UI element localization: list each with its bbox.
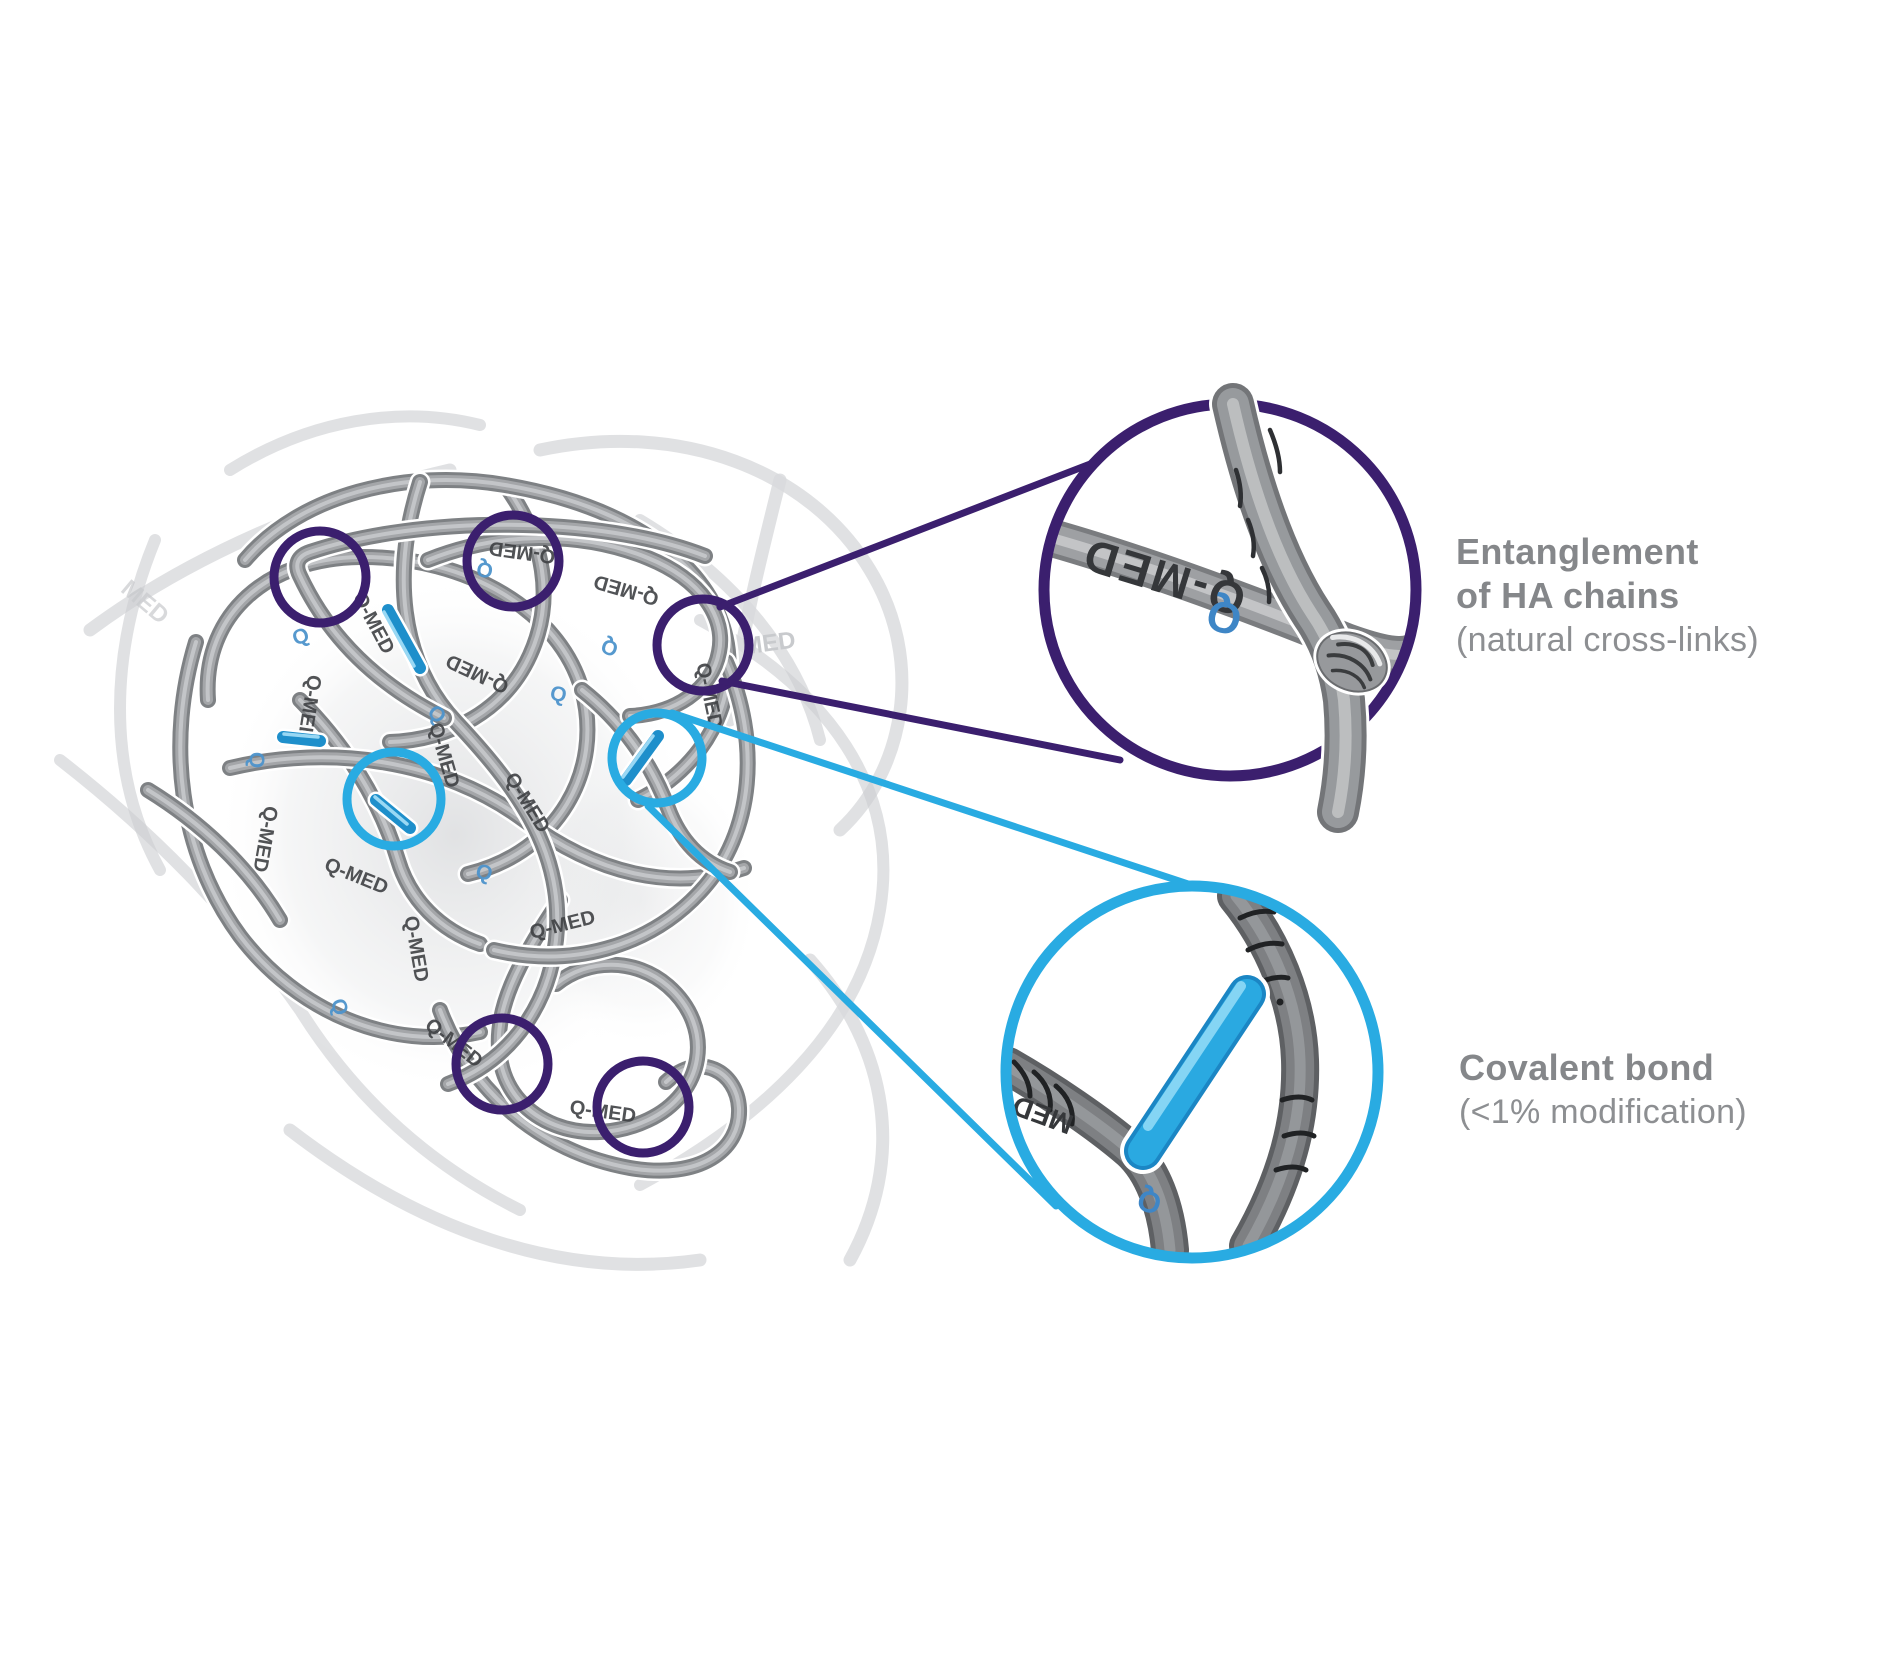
entanglement-magnifier: Q-MED Q bbox=[1038, 404, 1422, 812]
entanglement-title-line2: of HA chains bbox=[1456, 575, 1680, 616]
covalent-label: Covalent bond (<1% modification) bbox=[1459, 1046, 1747, 1134]
covalent-marker-circles bbox=[342, 708, 707, 851]
background-faint-chains: MED MED bbox=[54, 410, 909, 1271]
covalent-connector-lines bbox=[644, 709, 1192, 1210]
connector-line bbox=[668, 709, 1192, 888]
entanglement-title-line1: Entanglement bbox=[1456, 531, 1699, 572]
connector-line bbox=[718, 677, 1124, 764]
entanglement-marker-circle bbox=[269, 526, 371, 628]
entanglement-connector-lines bbox=[716, 457, 1124, 764]
covalent-bond-rod bbox=[379, 601, 429, 677]
connector-line bbox=[644, 802, 1060, 1210]
magnified-steep-chain bbox=[1233, 404, 1346, 812]
covalent-bond-rods bbox=[274, 601, 667, 837]
entanglement-marker-circle bbox=[451, 1013, 553, 1115]
covalent-magnifier-content: MED Q bbox=[1011, 896, 1314, 1250]
covalent-bond-rod bbox=[274, 728, 329, 750]
entanglement-marker-circle bbox=[652, 594, 754, 696]
chain-print-q: Q bbox=[598, 634, 621, 661]
chain-print-q: Q bbox=[473, 859, 496, 886]
chain-print-q: Q bbox=[326, 996, 353, 1019]
entanglement-marker-circle bbox=[462, 510, 564, 612]
entanglement-marker-circles bbox=[269, 510, 754, 1158]
chain-print-q: Q bbox=[548, 682, 569, 708]
magnified-left-chain: MED Q bbox=[1011, 1062, 1170, 1250]
covalent-marker-circle bbox=[607, 708, 707, 808]
magnified-right-chain bbox=[1236, 896, 1314, 1246]
chain-print-q: Q bbox=[289, 623, 312, 650]
covalent-bond-rod bbox=[367, 791, 419, 837]
connector-line bbox=[716, 457, 1102, 611]
covalent-marker-circle bbox=[342, 747, 446, 851]
chain-print-q: Q bbox=[475, 557, 495, 582]
magnified-covalent-bond-rod bbox=[1143, 986, 1247, 1151]
entanglement-knot bbox=[1313, 628, 1391, 696]
entanglement-subtitle: (natural cross-links) bbox=[1456, 621, 1759, 659]
entanglement-marker-circle bbox=[592, 1056, 694, 1158]
chain-print-label: Q-MED bbox=[591, 570, 661, 610]
covalent-bond-rod bbox=[617, 727, 667, 789]
entanglement-label: Entanglement of HA chains (natural cross… bbox=[1456, 530, 1759, 662]
covalent-title: Covalent bond bbox=[1459, 1047, 1715, 1088]
chain-print-q: Q bbox=[245, 752, 268, 768]
covalent-magnifier: MED Q bbox=[1000, 880, 1384, 1264]
covalent-subtitle: (<1% modification) bbox=[1459, 1093, 1747, 1131]
covalent-magnifier-circle bbox=[1000, 880, 1384, 1264]
